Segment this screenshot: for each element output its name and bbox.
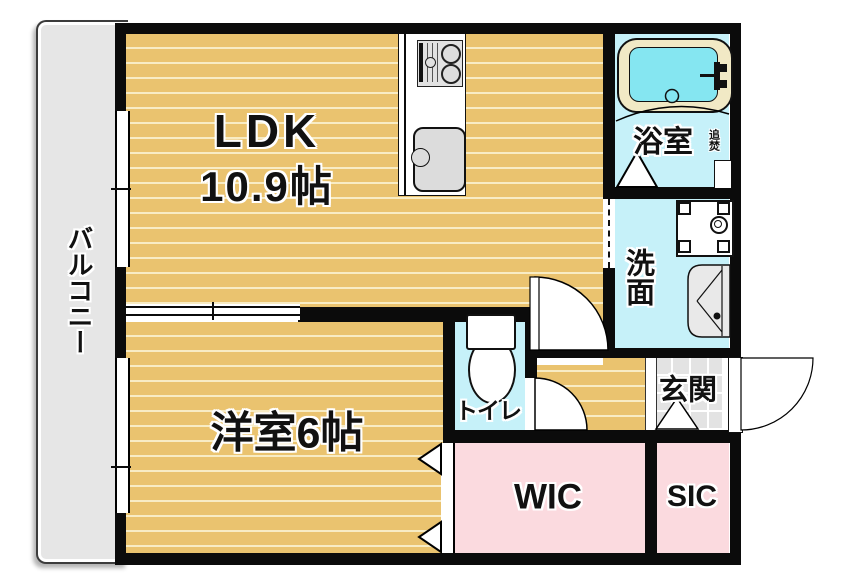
stove-knob [425,57,436,68]
room-wic [453,443,645,553]
wall [603,187,741,199]
hall-upper [537,307,603,350]
ldk-size-label: 10.9帖 [200,163,334,210]
room-ldk [126,34,603,307]
wall [115,23,126,111]
bathtub-knob [720,64,727,72]
wash-opening-dash [608,199,610,268]
wall [730,23,741,565]
stove-burner [441,64,461,84]
wash-label: 洗面 [621,248,654,306]
stove-burner [441,44,461,64]
pan-corner [678,240,691,253]
wall [443,307,455,443]
bath-notch [714,160,731,188]
wall [115,267,126,358]
entrance-label: 玄関 [658,374,718,407]
wall [443,430,741,443]
sink-faucet [411,148,430,167]
room-western [126,322,443,553]
front-door-leaf [728,357,743,433]
wall [603,348,741,358]
entrance-step [645,358,657,430]
wic-doorway [441,443,455,553]
window-tick [111,188,131,190]
wall [525,350,615,358]
pan-corner [678,202,691,215]
hall-threshold [537,358,603,365]
entrance-frame [722,358,729,430]
wall [115,553,741,565]
western-room-label: 洋室6帖 [210,409,364,458]
bath-note-label: 追焚 [707,129,720,151]
wall [525,307,537,378]
bathtub-knob [720,80,727,88]
pan-corner [717,202,730,215]
front-door-arc [740,357,814,431]
wall [115,513,126,565]
wall [603,268,615,352]
balcony [36,20,128,564]
partition-tick [212,302,214,320]
stove-handle [419,43,423,82]
toilet-doorway [525,378,537,430]
hall-lower [537,357,645,430]
ldk-label: LDK [213,105,321,157]
pan-drain-inner [714,220,722,228]
wall [603,23,615,199]
bathtub-faucet-stem [700,74,714,77]
sic-label: SIC [666,480,718,513]
stove-grill-line [437,43,438,82]
bathtub-faucet [714,62,720,90]
western-window [115,358,130,513]
toilet-tank [466,314,516,350]
room-entrance [655,358,722,430]
pan-corner [717,240,730,253]
window-tick [111,466,131,468]
wall [645,430,657,565]
room-sic [657,443,729,553]
toilet-label: トイレ [455,397,522,424]
wic-label: WIC [513,477,583,517]
balcony-label: バルコニー [64,225,94,355]
kitchen-counter-edge [404,34,406,195]
wall [115,23,741,34]
bath-label: 浴室 [633,126,693,159]
